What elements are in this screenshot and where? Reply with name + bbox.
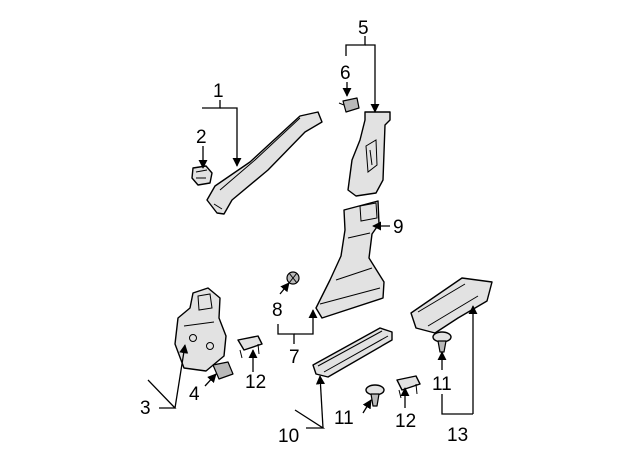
push-clip-middle — [365, 384, 385, 407]
callout-3: 3 — [140, 398, 151, 419]
callout-13: 13 — [447, 425, 468, 446]
callout-10: 10 — [278, 426, 299, 447]
b-pillar-lower-trim — [315, 200, 385, 319]
a-pillar-clip — [191, 165, 213, 186]
a-pillar-trim — [206, 111, 323, 215]
retainer-clip-right — [396, 375, 421, 399]
callout-12-right: 12 — [395, 411, 416, 432]
bracket-bolt — [212, 361, 234, 380]
retainer-clip-left — [237, 335, 263, 359]
callout-5: 5 — [358, 18, 369, 39]
callout-4: 4 — [189, 384, 200, 405]
callout-8: 8 — [272, 300, 283, 321]
rear-sill-trim — [410, 277, 493, 334]
callout-7: 7 — [289, 347, 300, 368]
callout-12-left: 12 — [245, 372, 266, 393]
callout-11-right: 11 — [432, 374, 452, 395]
leader-lines — [147, 36, 478, 429]
callout-11-middle: 11 — [334, 408, 354, 429]
callout-6: 6 — [340, 63, 351, 84]
callout-2: 2 — [196, 127, 207, 148]
b-pillar-upper-trim — [347, 111, 391, 197]
scuff-plate — [312, 327, 393, 378]
callout-labels: 1 2 5 6 9 8 7 3 4 12 10 11 12 11 13 — [140, 18, 468, 447]
callout-1: 1 — [213, 81, 224, 102]
callout-9: 9 — [393, 217, 404, 238]
b-pillar-lower-screw — [286, 271, 300, 285]
push-clip-right — [432, 331, 452, 353]
b-pillar-bolt — [338, 97, 360, 113]
